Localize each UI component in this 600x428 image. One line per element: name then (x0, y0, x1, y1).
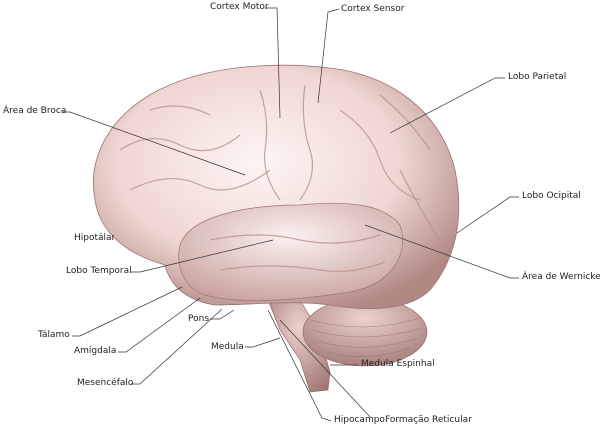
label-hipocampo: Hipocampo (334, 415, 385, 425)
label-medula: Medula (211, 342, 244, 352)
label-area-wernicke: Área de Wernicke (522, 272, 600, 282)
leader-area-broca (62, 111, 246, 176)
leader-lines (62, 7, 519, 422)
leader-lobo-parietal (389, 77, 505, 134)
leader-cortex-sensor (317, 8, 340, 104)
leader-cortex-motor (265, 7, 281, 119)
leader-lobo-temporal (131, 239, 274, 273)
leader-amigdala (118, 297, 201, 353)
label-cortex-motor: Cortex Motor (210, 2, 269, 12)
label-lobo-temporal: Lobo Temporal (66, 266, 132, 276)
leader-area-wernicke (364, 224, 519, 279)
leader-formacao-reticular (279, 319, 371, 418)
brainstem-shape (267, 299, 331, 393)
label-cortex-sensor: Cortex Sensor (341, 4, 405, 14)
label-talamo: Tálamo (38, 330, 70, 340)
label-area-broca: Área de Broca (3, 106, 67, 116)
label-amigdala: Amígdala (74, 346, 117, 356)
leader-medula (245, 337, 281, 348)
leader-talamo (72, 286, 183, 337)
label-hipotalamo: Hipotálamo (74, 233, 114, 243)
label-formacao-reticular: Formação Reticular (385, 415, 472, 425)
label-lobo-ocipital: Lobo Ocipital (522, 191, 581, 201)
leader-mesencefalo (131, 308, 223, 385)
label-pons: Pons (188, 314, 210, 324)
leader-lobo-ocipital (456, 196, 519, 234)
leader-pons (210, 309, 235, 320)
label-mesencefalo: Mesencéfalo (77, 378, 134, 388)
label-medula-espinhal: Medula Espinhal (361, 359, 435, 369)
temporal-lobe-shape (178, 202, 403, 301)
leader-hipocampo (267, 309, 332, 422)
label-lobo-parietal: Lobo Parietal (508, 72, 567, 82)
